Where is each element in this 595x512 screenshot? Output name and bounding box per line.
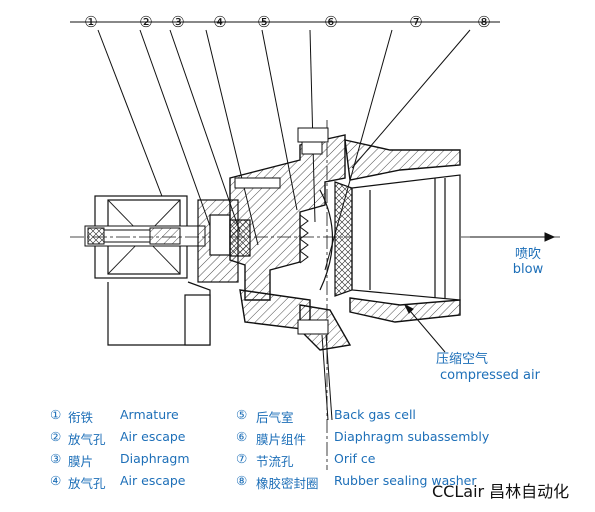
legend-cn: 放气孔 — [68, 432, 106, 447]
legend-cn: 节流孔 — [256, 454, 294, 469]
legend-en: Rubber sealing washer — [334, 473, 477, 488]
legend-num: ⑤ — [236, 407, 248, 422]
diaphragm — [319, 181, 353, 297]
callout-6: ⑥ — [324, 13, 338, 31]
compressed-air-leader — [403, 303, 446, 353]
legend-cn: 衔铁 — [68, 410, 94, 425]
blow-label-cn: 喷吹 — [514, 247, 541, 262]
legend-en: Back gas cell — [334, 407, 416, 422]
solenoid-coil — [94, 195, 211, 346]
legend-num: ③ — [50, 451, 62, 466]
legend-en: Air escape — [120, 473, 186, 488]
legend-num: ⑥ — [236, 429, 248, 444]
bolts — [234, 127, 329, 335]
air-label-en: compressed air — [440, 368, 540, 383]
callout-5: ⑤ — [257, 13, 271, 31]
leader-lines — [70, 21, 500, 271]
callout-2: ② — [139, 13, 153, 31]
legend-cn: 膜片组件 — [256, 432, 307, 447]
legend-en: Diaphragm subassembly — [334, 429, 490, 444]
legend-cn: 放气孔 — [68, 476, 106, 491]
callout-3: ③ — [171, 13, 185, 31]
legend-en: Armature — [120, 407, 179, 422]
legend-num: ② — [50, 429, 62, 444]
legend-num: ① — [50, 407, 62, 422]
outlet-tube — [351, 174, 461, 301]
armature — [84, 225, 206, 247]
callout-4: ④ — [213, 13, 227, 31]
legend-en: Air escape — [120, 429, 186, 444]
legend-num: ⑦ — [236, 451, 248, 466]
valve-body — [229, 134, 461, 351]
callout-8: ⑧ — [477, 13, 491, 31]
legend-num: ④ — [50, 473, 62, 488]
blow-label-en: blow — [512, 262, 544, 277]
brand-watermark: CCLair 昌林自动化 — [432, 482, 570, 501]
callout-7: ⑦ — [409, 13, 423, 31]
blow-arrow — [470, 232, 556, 242]
air-label-cn: 压缩空气 — [436, 352, 489, 367]
legend-cn: 膜片 — [68, 454, 94, 469]
legend-cn: 后气室 — [256, 410, 294, 425]
callout-1: ① — [84, 13, 98, 31]
legend-num: ⑧ — [236, 473, 248, 488]
legend-en: Diaphragm — [120, 451, 190, 466]
spring — [299, 214, 309, 264]
legend-en: Orif ce — [334, 451, 376, 466]
legend-cn: 橡胶密封圈 — [256, 476, 319, 491]
